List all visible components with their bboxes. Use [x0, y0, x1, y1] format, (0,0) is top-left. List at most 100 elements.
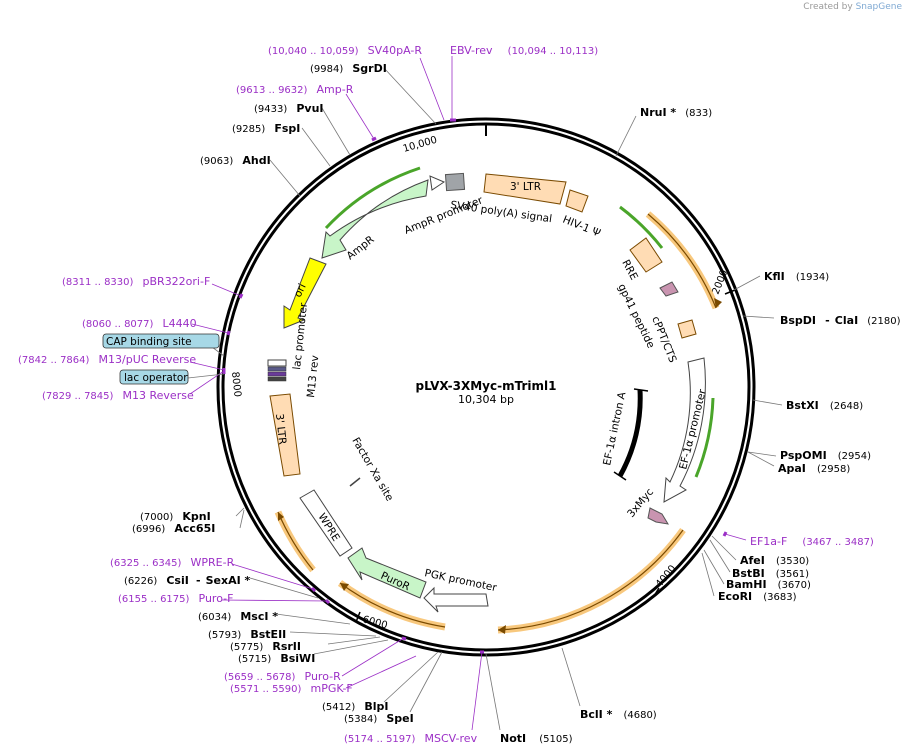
site-pspomi: PspOMI (2954) [780, 444, 871, 463]
site-bamhi: BamHI (3670) [726, 573, 811, 592]
credit-brand: SnapGene [855, 2, 902, 12]
intron-start-tick [633, 388, 649, 392]
site-noti: NotI (5105) [500, 727, 573, 746]
feature-puror [347, 547, 427, 599]
label-m13rev: M13 rev [305, 355, 321, 399]
green-arc-right [619, 205, 664, 249]
orf-arrowhead-left [278, 512, 284, 521]
site-sgrdi: (9984) SgrDI [310, 57, 387, 76]
label-factor-xa: Factor Xa site [349, 436, 395, 504]
site-bspdi-clai: BspDI - ClaI (2180) [780, 309, 901, 328]
label-ef1a-intron: EF-1α intron A [601, 390, 628, 466]
leader-afei [711, 535, 737, 561]
leader-bcli [561, 647, 581, 707]
primer-m13puc: (7842 .. 7864) M13/pUC Reverse [18, 348, 196, 367]
badge-cap: CAP binding site [106, 336, 192, 348]
feature-rre [629, 237, 663, 273]
label-ori: ori [292, 282, 309, 300]
leader-pbr322 [211, 283, 242, 297]
tick-10000: 10,000 [402, 135, 439, 155]
feature-ef1a-promoter [663, 357, 706, 503]
leader-pvui [321, 107, 351, 156]
leader-bamhi [703, 549, 725, 585]
intron-end-tick [613, 471, 627, 481]
badge-lac-box [119, 369, 189, 385]
primer-mark-puro-r [401, 636, 407, 641]
plasmid-length: 10,304 bp [458, 393, 514, 406]
primer-sv40pa: (10,040 .. 10,059) SV40pA-R [268, 39, 422, 58]
site-nrui: NruI * (833) [640, 101, 712, 120]
site-spei: (5384) SpeI [344, 707, 414, 726]
label-rre: RRE [619, 258, 640, 282]
site-bstbi: BstBI (3561) [732, 562, 809, 581]
leader-puro-f [221, 599, 328, 602]
leader-mpgk [345, 655, 417, 689]
tick-6000: 6000 [361, 614, 388, 631]
feature-ampr-promoter [429, 175, 446, 191]
leader-msci [275, 613, 351, 625]
leader-nrui [615, 115, 637, 157]
label-pgk-promoter: PGK promoter [423, 567, 498, 594]
feature-gp41 [659, 281, 679, 297]
badge-lac: lac operator [124, 372, 188, 384]
tick-4000-mark [653, 587, 660, 597]
snapgene-credit: Created by SnapGene [803, 2, 902, 12]
feature-wpre [299, 489, 353, 557]
feature-ampr [321, 179, 429, 259]
primer-ef1a: EF1a-F (3467 .. 3487) [750, 530, 874, 549]
label-gp41: gp41 peptide [615, 282, 656, 350]
orf-arc-bottom-right-line [497, 529, 684, 631]
site-ecori: EcoRI (3683) [718, 585, 797, 604]
site-acc65i: (6996) Acc65I [132, 517, 215, 536]
site-bcli: BclI * (4680) [580, 703, 657, 722]
leader-m13puc [189, 361, 225, 371]
feature-m13-rev [267, 376, 287, 382]
green-arc-right-ef1a [694, 397, 715, 478]
leader-bsteii [289, 631, 377, 637]
primer-mark-puro-f [324, 598, 331, 605]
badge-cap-box [102, 333, 220, 349]
tick-8000: 8000 [229, 371, 243, 397]
leader-pspomi [747, 451, 777, 457]
site-apai: ApaI (2958) [778, 457, 850, 476]
leader-spei [409, 651, 443, 713]
feature-3ltr-left [269, 393, 301, 477]
primer-puro-f: (6155 .. 6175) Puro-F [118, 587, 233, 606]
leader-bspdi [742, 315, 775, 319]
leader-kpni [235, 507, 245, 517]
primer-mscv: (5174 .. 5197) MSCV-rev [344, 727, 478, 746]
leader-blpi [383, 651, 439, 703]
feature-sv40-polya [444, 172, 466, 192]
label-3ltr-left: 3' LTR [273, 413, 288, 445]
leader-ampr-primer [345, 93, 375, 140]
site-rsrii: (5775) RsrII [230, 635, 301, 654]
orf-arc-bottom-left-line [339, 582, 446, 628]
feature-ef1a-intron [617, 389, 643, 478]
orf-arrowhead-bottom-right [498, 625, 506, 634]
feature-3xmyc [647, 507, 669, 525]
leader-ecori [701, 552, 715, 597]
feature-pgk-promoter [423, 586, 489, 613]
site-blpi: (5412) BlpI [322, 695, 388, 714]
leader-csii [249, 577, 319, 599]
orf-arrowhead-bottom-left [340, 583, 349, 591]
primer-pbr322: (8311 .. 8330) pBR322ori-F [62, 270, 210, 289]
primer-mpgk: (5571 .. 5590) mPGK-F [230, 677, 353, 696]
site-kfli: KflI (1934) [764, 265, 829, 284]
orf-arc-right-top-line [647, 213, 717, 309]
leader-sgrdi [383, 67, 437, 125]
site-bstxi: BstXI (2648) [786, 394, 863, 413]
leader-puro-r [341, 637, 405, 677]
label-ampr: AmpR [344, 234, 376, 263]
feature-lac-promoter [267, 359, 287, 367]
primer-mark-l4440 [226, 330, 231, 336]
plasmid-name: pLVX-3XMyc-mTriml1 [416, 379, 557, 393]
primer-ampr: (9613 .. 9632) Amp-R [236, 78, 354, 97]
green-arc-left-top [324, 166, 421, 230]
leader-lac [187, 373, 225, 379]
site-bsteii: (5793) BstEII [208, 623, 286, 642]
label-hiv-psi: HIV-1 Ψ [561, 214, 602, 240]
leader-wpre [231, 563, 314, 590]
feature-3ltr-top [483, 173, 567, 205]
